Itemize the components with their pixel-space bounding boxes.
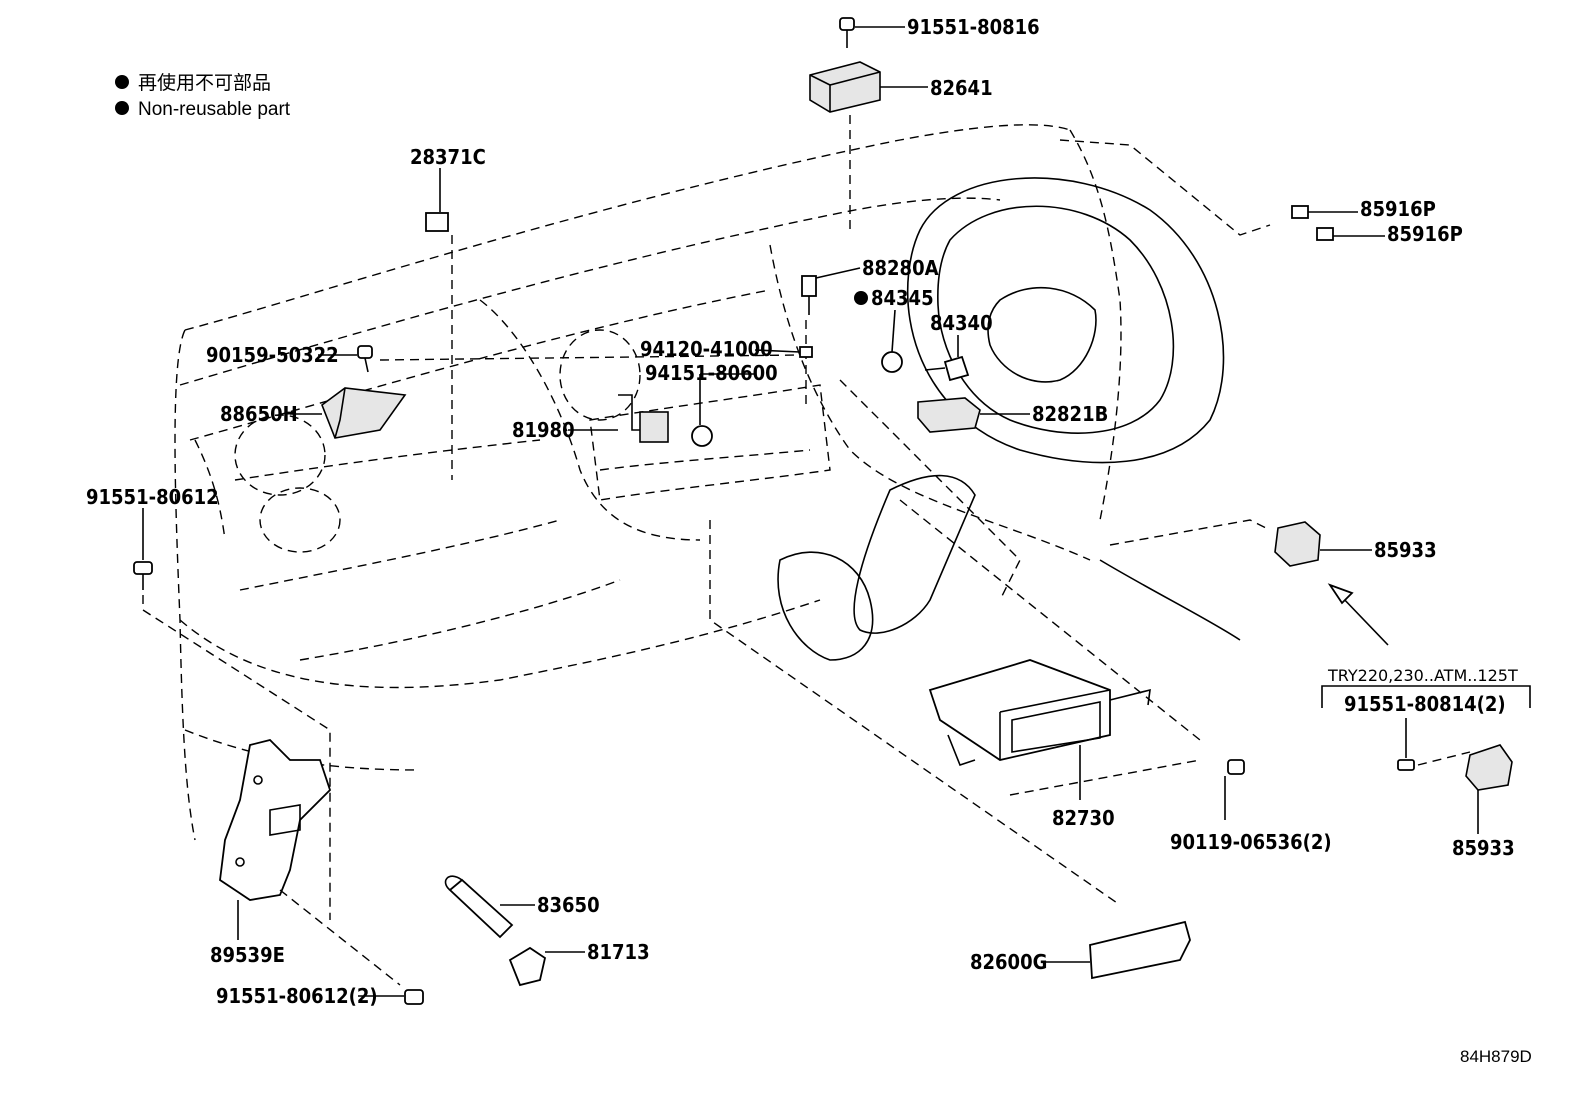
part-94120-94151 xyxy=(691,346,813,447)
label-91551-80612: 91551-80612 xyxy=(86,485,219,509)
label-85933-a: 85933 xyxy=(1374,538,1437,562)
label-91551-80612-2: 91551-80612(2) xyxy=(216,984,378,1008)
legend-text-en: Non-reusable part xyxy=(138,99,291,120)
label-91551-80816: 91551-80816 xyxy=(907,15,1040,39)
part-28371C xyxy=(425,168,453,480)
part-82821B xyxy=(917,397,1030,433)
label-82821B: 82821B xyxy=(1032,402,1108,426)
label-88280A: 88280A xyxy=(862,256,939,280)
part-88650H xyxy=(290,387,407,439)
part-82600G xyxy=(1042,920,1191,980)
label-85933-b: 85933 xyxy=(1452,836,1515,860)
screw-91551-80612 xyxy=(133,508,331,920)
legend-text-jp: 再使用不可部品 xyxy=(138,72,271,94)
label-88650H: 88650H xyxy=(220,402,298,426)
variant-box xyxy=(1321,685,1531,708)
label-84345: 84345 xyxy=(871,286,934,310)
part-88280A xyxy=(801,267,861,410)
label-91551-80814: 91551-80814(2) xyxy=(1344,692,1506,716)
legend-bullet-icon xyxy=(115,75,129,89)
steering-wheel xyxy=(777,177,1241,661)
bolt-91551-80816 xyxy=(839,17,905,48)
label-84340: 84340 xyxy=(930,311,993,335)
label-94151-80600: 94151-80600 xyxy=(645,361,778,385)
non-reusable-bullet-icon xyxy=(854,291,868,305)
part-83650 xyxy=(444,875,535,939)
label-82600G: 82600G xyxy=(970,950,1047,974)
label-85916P-a: 85916P xyxy=(1360,197,1436,221)
diagram-code: 84H879D xyxy=(1460,1047,1532,1066)
part-85933-b xyxy=(1397,718,1513,834)
label-81980: 81980 xyxy=(512,418,575,442)
screw-90159-50322 xyxy=(318,345,801,373)
label-28371C: 28371C xyxy=(410,145,486,169)
legend-bullet-icon xyxy=(115,101,129,115)
label-85916P-b: 85916P xyxy=(1387,222,1463,246)
label-94120-41000: 94120-41000 xyxy=(640,337,773,361)
part-89539E xyxy=(219,739,401,986)
label-90119-06536: 90119-06536(2) xyxy=(1170,830,1332,854)
variant-label: TRY220,230..ATM..125T xyxy=(1327,666,1518,685)
part-81980 xyxy=(568,394,669,443)
part-82730 xyxy=(928,659,1151,800)
legend: 再使用不可部品 Non-reusable part xyxy=(115,72,291,120)
screw-90119-06536 xyxy=(1224,759,1245,820)
label-89539E: 89539E xyxy=(210,943,285,967)
label-90159-50322: 90159-50322 xyxy=(206,343,339,367)
label-81713: 81713 xyxy=(587,940,650,964)
part-81713 xyxy=(508,946,585,987)
part-85916P xyxy=(1291,205,1385,241)
part-84345 xyxy=(854,291,903,373)
part-82641 xyxy=(809,61,928,235)
dashboard-outline xyxy=(174,124,1271,906)
part-84340 xyxy=(924,335,970,382)
label-82730: 82730 xyxy=(1052,806,1115,830)
label-82641: 82641 xyxy=(930,76,993,100)
part-85933-a xyxy=(1274,521,1389,646)
label-83650: 83650 xyxy=(537,893,600,917)
screw-91551-80612-2 xyxy=(358,989,424,1005)
